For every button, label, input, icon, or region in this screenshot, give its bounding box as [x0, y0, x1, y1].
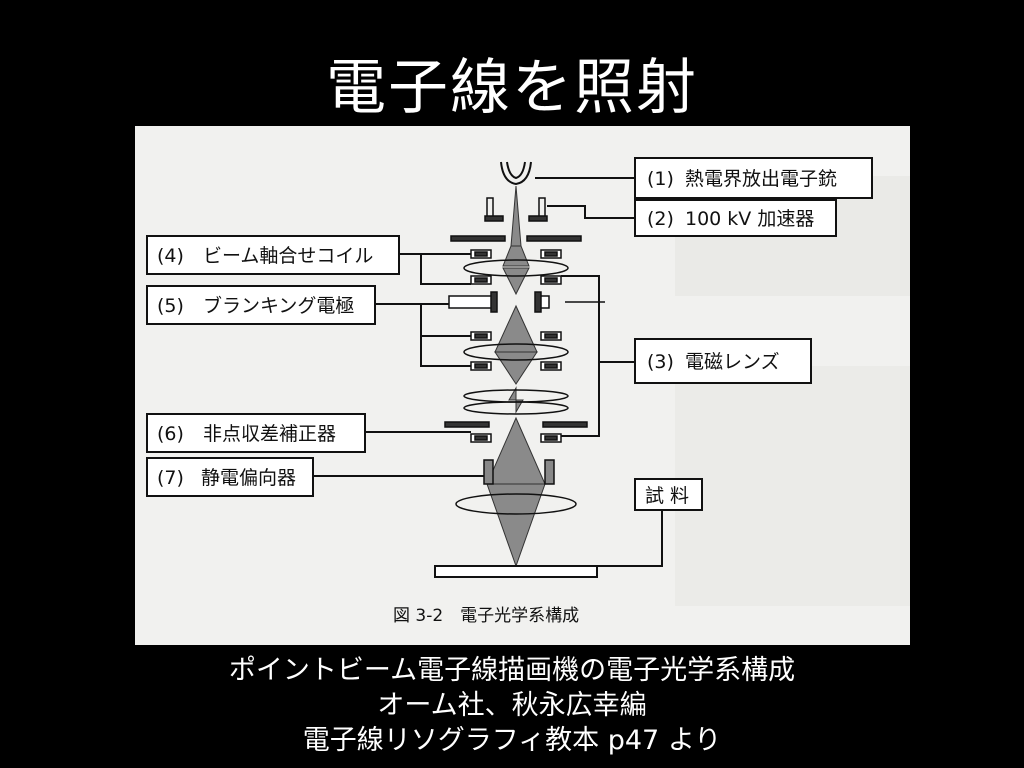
label-number: (4)	[157, 245, 184, 267]
coils-and-lenses	[444, 249, 605, 515]
label-number: (5)	[157, 295, 184, 317]
label-text: 熱電界放出電子銃	[685, 168, 837, 190]
label-text: ブランキング電極	[203, 294, 354, 317]
label-text: 静電偏向器	[201, 467, 296, 489]
label-number: (2)	[647, 208, 674, 230]
label-number: (6)	[157, 423, 184, 445]
credit-line-2: オーム社、秋永広幸編	[377, 690, 647, 721]
beam-segment-6	[508, 386, 524, 414]
label-text: 電磁レンズ	[685, 351, 780, 373]
component-labels: (1) 熱電界放出電子銃 (2) 100 kV 加速器 (4) ビーム軸合せコイ…	[146, 157, 873, 511]
label-electron-gun: (1) 熱電界放出電子銃	[634, 157, 873, 199]
beam-segment-2	[502, 245, 530, 267]
credit-line-3: 電子線リソグラフィ教本 p47 より	[302, 725, 722, 756]
credit-line-1: ポイントビーム電子線描画機の電子光学系構成	[228, 655, 796, 686]
label-accelerator: (2) 100 kV 加速器	[634, 199, 837, 237]
label-electrostatic-deflector: (7) 静電偏向器	[146, 457, 314, 497]
beam-segment-3	[502, 267, 530, 296]
leader-lines	[313, 177, 663, 567]
slide-title: 電子線を照射	[326, 53, 698, 123]
label-number: (3)	[647, 351, 674, 373]
label-number: (1)	[647, 168, 674, 190]
label-text: 非点収差補正器	[203, 423, 336, 445]
label-blanking-electrode: (5) ブランキング電極	[146, 285, 376, 325]
electron-optics-diagram: (1) 熱電界放出電子銃 (2) 100 kV 加速器 (4) ビーム軸合せコイ…	[135, 126, 910, 645]
figure-caption: 図 3-2 電子光学系構成	[393, 606, 579, 626]
electron-optics-figure: (1) 熱電界放出電子銃 (2) 100 kV 加速器 (4) ビーム軸合せコイ…	[135, 126, 910, 645]
accelerator-electrodes	[450, 197, 582, 242]
beam-segment-8	[486, 483, 546, 568]
label-electromagnetic-lens: (3) 電磁レンズ	[634, 338, 812, 384]
label-number: (7)	[157, 467, 184, 489]
credits: ポイントビーム電子線描画機の電子光学系構成 オーム社、秋永広幸編 電子線リソグラ…	[0, 653, 1024, 758]
label-text: ビーム軸合せコイル	[203, 245, 373, 267]
label-alignment-coil: (4) ビーム軸合せコイル	[146, 235, 400, 275]
electron-gun-tip	[500, 161, 532, 186]
label-sample: 試 料	[634, 478, 703, 511]
label-text: 100 kV 加速器	[685, 208, 814, 230]
sample-label-text: 試 料	[645, 485, 689, 507]
sample-stage	[434, 565, 598, 578]
label-stigmator: (6) 非点収差補正器	[146, 413, 366, 453]
